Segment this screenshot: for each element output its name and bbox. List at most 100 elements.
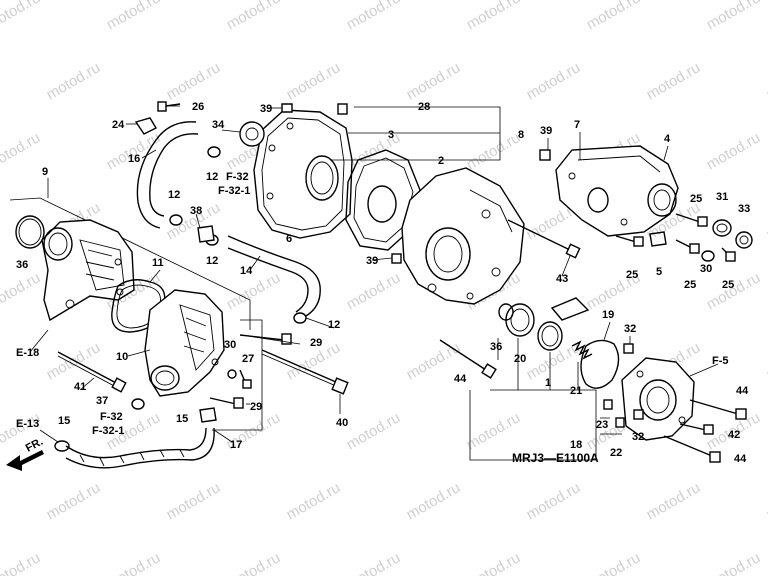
callout-25c: 25: [684, 279, 696, 291]
watermark-text: motod.ru: [584, 0, 644, 33]
callout-e13: E-13: [16, 418, 39, 430]
watermark-text: motod.ru: [764, 199, 768, 243]
callout-19: 19: [602, 309, 614, 321]
callout-36b: 36: [490, 341, 502, 353]
watermark-text: motod.ru: [404, 59, 464, 103]
callout-44b: 44: [736, 385, 749, 397]
watermark-text: motod.ru: [164, 479, 224, 523]
callout-25b: 25: [626, 269, 638, 281]
watermark-text: motod.ru: [284, 479, 344, 523]
callout-20: 20: [514, 353, 526, 365]
callout-3: 3: [388, 129, 394, 141]
watermark-text: motod.ru: [0, 0, 43, 33]
callout-33: 33: [738, 203, 750, 215]
watermark-text: motod.ru: [344, 409, 404, 453]
watermark-text: motod.ru: [524, 339, 584, 383]
watermark-text: motod.ru: [0, 549, 43, 576]
watermark-text: motod.ru: [524, 479, 584, 523]
watermark-text: motod.ru: [404, 479, 464, 523]
watermark-text: motod.ru: [44, 59, 104, 103]
watermark-text: motod.ru: [764, 479, 768, 523]
front-arrow: [6, 450, 44, 471]
callout-16: 16: [128, 153, 140, 165]
watermark-text: motod.ru: [44, 479, 104, 523]
watermark-text: motod.ru: [764, 59, 768, 103]
watermark-text: motod.ru: [344, 269, 404, 313]
callout-39b: 39: [540, 125, 552, 137]
callout-30a: 30: [224, 339, 236, 351]
callout-9: 9: [42, 166, 48, 178]
callout-f321a: F-32-1: [218, 185, 250, 197]
callout-17: 17: [230, 439, 242, 451]
callout-5: 5: [656, 266, 662, 278]
watermark-text: motod.ru: [464, 409, 524, 453]
callout-18: 18: [570, 439, 582, 451]
callout-44c: 44: [734, 453, 747, 465]
callout-29b: 29: [250, 401, 262, 413]
callout-15b: 15: [176, 413, 188, 425]
callout-27: 27: [242, 353, 254, 365]
callout-28: 28: [418, 101, 430, 113]
diagram-code: MRJ3—E1100A: [512, 451, 599, 465]
callout-f32a: F-32: [226, 171, 249, 183]
callout-f321b: F-32-1: [92, 425, 124, 437]
watermark-text: motod.ru: [704, 269, 764, 313]
watermark-text: motod.ru: [584, 549, 644, 576]
callout-42: 42: [728, 429, 740, 441]
callout-12b: 12: [206, 171, 218, 183]
watermark-text: motod.ru: [344, 549, 404, 576]
watermark-text: motod.ru: [464, 129, 524, 173]
watermark-text: motod.ru: [704, 549, 764, 576]
callout-21: 21: [570, 385, 582, 397]
callout-f32b: F-32: [100, 411, 123, 423]
watermark-text: motod.ru: [344, 0, 404, 33]
callout-15a: 15: [58, 415, 70, 427]
watermark-text: motod.ru: [44, 339, 104, 383]
watermark-text: motod.ru: [224, 0, 284, 33]
callout-25a: 25: [690, 193, 702, 205]
callout-7: 7: [574, 119, 580, 131]
callout-39c: 39: [366, 255, 378, 267]
watermark-text: motod.ru: [284, 59, 344, 103]
watermark-text: motod.ru: [0, 129, 43, 173]
watermark-text: motod.ru: [644, 479, 704, 523]
callout-32b: 32: [632, 431, 644, 443]
watermark-text: motod.ru: [704, 129, 764, 173]
watermark-text: motod.ru: [104, 549, 164, 576]
callout-14: 14: [240, 265, 253, 277]
callout-36a: 36: [16, 259, 28, 271]
callout-4: 4: [664, 133, 671, 145]
watermark-text: motod.ru: [704, 0, 764, 33]
callout-26: 26: [192, 101, 204, 113]
callout-12a: 12: [168, 189, 180, 201]
watermark-text: motod.ru: [524, 59, 584, 103]
callout-12d: 12: [328, 319, 340, 331]
callout-39a: 39: [260, 103, 272, 115]
callout-30b: 30: [700, 263, 712, 275]
callout-8: 8: [518, 129, 524, 141]
callout-44a: 44: [454, 373, 467, 385]
callout-25d: 25: [722, 279, 734, 291]
watermark-text: motod.ru: [344, 129, 404, 173]
callout-24: 24: [112, 119, 125, 131]
callout-23: 23: [596, 419, 608, 431]
watermark-text: motod.ru: [464, 0, 524, 33]
callout-41: 41: [74, 381, 86, 393]
callout-e18: E-18: [16, 347, 39, 359]
watermark-text: motod.ru: [464, 549, 524, 576]
watermark-text: motod.ru: [104, 0, 164, 33]
callout-2: 2: [438, 155, 444, 167]
callout-12c: 12: [206, 255, 218, 267]
watermark-text: motod.ru: [0, 269, 43, 313]
callout-22: 22: [610, 447, 622, 459]
callout-10: 10: [116, 351, 128, 363]
callout-31: 31: [716, 191, 728, 203]
callout-32a: 32: [624, 323, 636, 335]
cover-assembly: [240, 104, 580, 304]
callout-37: 37: [96, 395, 108, 407]
callout-34: 34: [212, 119, 225, 131]
callout-11: 11: [152, 257, 164, 269]
callout-6: 6: [286, 233, 292, 245]
watermark-text: motod.ru: [764, 339, 768, 383]
